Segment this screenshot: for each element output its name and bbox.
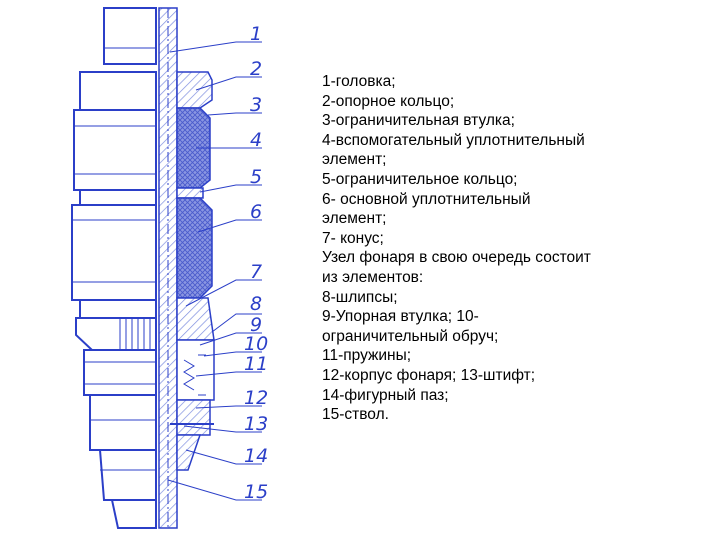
legend-line: 14-фигурный паз; (322, 386, 449, 404)
callout-2: 2 (250, 58, 262, 80)
callout-7: 7 (250, 261, 262, 283)
legend-line: элемент; (322, 151, 387, 169)
legend-line: ограничительный обруч; (322, 327, 499, 345)
callout-3: 3 (250, 94, 262, 116)
mandrel (158, 7, 178, 529)
callout-13: 13 (244, 413, 268, 435)
head-part (103, 7, 157, 65)
callout-15: 15 (244, 481, 268, 503)
callout-14: 14 (244, 445, 268, 467)
callout-5: 5 (250, 166, 262, 188)
packer-drawing: 1 2 3 4 5 6 7 8 9 10 11 12 13 14 15 (71, 7, 268, 529)
slips-teeth (119, 318, 151, 350)
callout-12: 12 (244, 387, 268, 409)
callout-6: 6 (250, 201, 262, 223)
legend-line: 5-ограничительное кольцо; (322, 170, 518, 188)
section-right (170, 71, 215, 471)
legend-line: 15-ствол. (322, 406, 389, 424)
legend-line: 7- конус; (322, 229, 384, 247)
legend-line: Узел фонаря в свою очередь состоит (322, 249, 591, 267)
callout-1: 1 (250, 23, 262, 45)
callout-10: 10 (244, 333, 268, 355)
callout-8: 8 (250, 293, 262, 315)
legend-line: 12-корпус фонаря; 13-штифт; (322, 366, 536, 384)
legend-line: 8-шлипсы; (322, 288, 398, 306)
legend-line: элемент; (322, 210, 387, 228)
legend-line: из элементов: (322, 268, 424, 286)
leader-lines (167, 41, 262, 501)
legend-line: 9-Упорная втулка; 10- (322, 308, 479, 326)
legend-line: 4-вспомогательный уплотнительный (322, 131, 585, 149)
parts-legend: 1-головка; 2-опорное кольцо; 3-ограничит… (322, 72, 702, 425)
callout-9: 9 (250, 314, 262, 336)
callout-11: 11 (244, 353, 268, 375)
callout-numbers: 1 2 3 4 5 6 7 8 9 10 11 12 13 14 15 (244, 23, 268, 503)
legend-line: 2-опорное кольцо; (322, 92, 455, 110)
legend-line: 11-пружины; (322, 347, 412, 365)
outer-body (71, 71, 157, 529)
legend-line: 6- основной уплотнительный (322, 190, 531, 208)
legend-line: 3-ограничительная втулка; (322, 112, 515, 130)
callout-4: 4 (250, 129, 262, 151)
legend-line: 1-головка; (322, 73, 396, 90)
